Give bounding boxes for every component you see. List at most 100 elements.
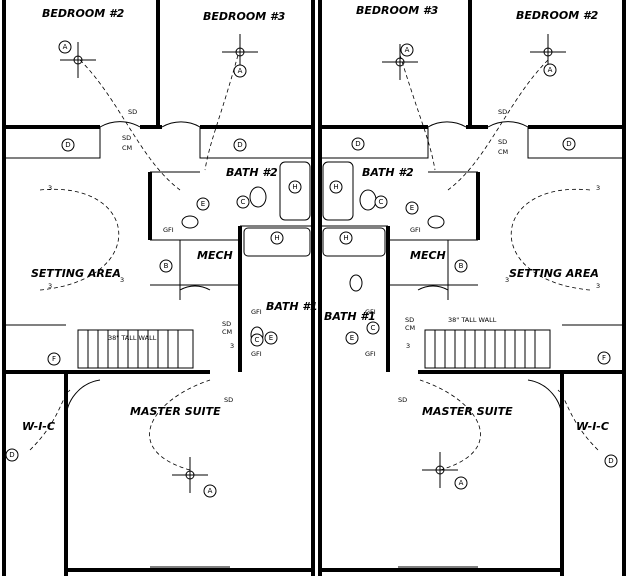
three-way-note: 3 [596, 184, 600, 192]
tag-B: B [454, 259, 468, 273]
tag-E: E [405, 201, 419, 215]
tag-D: D [5, 448, 19, 462]
stair-treads [434, 330, 536, 368]
ceiling-fan [382, 44, 418, 80]
room-label-wic: W-I-C [576, 420, 609, 433]
room-label-master-suite: MASTER SUITE [130, 405, 221, 418]
switch-leg [447, 59, 549, 191]
svg-text:E: E [269, 334, 273, 342]
ceiling-fan [222, 34, 258, 70]
left-unit: A A A D D D E E C C H H B F SD SD CM SD … [2, 0, 318, 576]
tag-F: F [597, 351, 611, 365]
svg-text:H: H [274, 234, 279, 242]
room-label-setting-area: SETTING AREA [31, 267, 121, 280]
smoke-detector-note: SD [398, 396, 407, 404]
door-swing [179, 285, 211, 291]
ceiling-fan [60, 42, 96, 78]
svg-text:C: C [379, 198, 384, 206]
gfi-note: GFI [410, 226, 421, 234]
sink [181, 215, 199, 229]
three-way-note: 3 [596, 282, 600, 290]
tag-A: A [543, 63, 557, 77]
switch-leg [399, 54, 436, 171]
svg-text:A: A [548, 66, 553, 74]
ceiling-fan [172, 457, 208, 493]
tag-H: H [288, 180, 302, 194]
three-way-note: 3 [406, 342, 410, 350]
tag-H: H [339, 231, 353, 245]
svg-text:D: D [237, 141, 242, 149]
svg-text:D: D [355, 140, 360, 148]
tag-C: C [366, 321, 380, 335]
room-label-bath-2: BATH #2 [226, 166, 278, 179]
tag-D: D [351, 137, 365, 151]
switch-leg [149, 379, 211, 471]
smoke-detector-note: SD [122, 134, 131, 142]
svg-text:B: B [459, 262, 464, 270]
three-way-note: 3 [230, 342, 234, 350]
gfi-note: GFI [163, 226, 174, 234]
tag-A: A [58, 40, 72, 54]
gfi-note: GFI [251, 350, 262, 358]
tag-D: D [61, 138, 75, 152]
tag-A: A [233, 64, 247, 78]
tag-C: C [250, 333, 264, 347]
smoke-detector-note: SD [498, 138, 507, 146]
room-label-bath-1: BATH #1 [266, 300, 318, 313]
tag-D: D [604, 454, 618, 468]
svg-text:A: A [208, 487, 213, 495]
closet-wall [320, 127, 429, 159]
svg-text:C: C [255, 336, 260, 344]
tag-A: A [203, 484, 217, 498]
svg-text:E: E [201, 200, 205, 208]
svg-text:H: H [343, 234, 348, 242]
switch-leg [510, 188, 591, 291]
switch-leg [39, 188, 120, 291]
tag-F: F [47, 352, 61, 366]
svg-text:H: H [292, 183, 297, 191]
room-label-bedroom-3: BEDROOM #3 [203, 10, 286, 23]
smoke-detector-note: SD [222, 320, 231, 328]
gfi-note: GFI [365, 350, 376, 358]
door-swing [527, 379, 563, 421]
svg-text:A: A [405, 46, 410, 54]
ceiling-fan [422, 452, 458, 488]
room-label-wic: W-I-C [22, 420, 55, 433]
svg-text:B: B [164, 262, 169, 270]
door-swing [65, 379, 101, 421]
svg-text:C: C [371, 324, 376, 332]
room-label-bedroom-2: BEDROOM #2 [516, 9, 599, 22]
tag-E: E [196, 197, 210, 211]
closet-wall-2 [199, 127, 313, 159]
three-way-note: 3 [505, 276, 509, 284]
svg-text:D: D [566, 140, 571, 148]
switch-leg [204, 54, 239, 171]
tag-A: A [454, 476, 468, 490]
svg-text:D: D [9, 451, 14, 459]
co-monitor-note: CM [222, 328, 232, 336]
svg-text:A: A [459, 479, 464, 487]
closet-wall-2 [527, 127, 624, 159]
svg-text:C: C [241, 198, 246, 206]
door-swing [417, 285, 449, 291]
smoke-detector-note: SD [128, 108, 137, 116]
room-label-bath-2: BATH #2 [362, 166, 414, 179]
room-label-bedroom-2: BEDROOM #2 [42, 7, 125, 20]
sink [427, 215, 445, 229]
svg-text:E: E [350, 334, 354, 342]
tag-B: B [159, 259, 173, 273]
smoke-detector-note: SD [498, 108, 507, 116]
three-way-note: 3 [48, 282, 52, 290]
room-label-mech: MECH [410, 249, 446, 262]
toilet [249, 186, 267, 208]
room-label-bath-1: BATH #1 [324, 310, 376, 323]
closet-wall [4, 127, 101, 159]
co-monitor-note: CM [405, 324, 415, 332]
tag-H: H [270, 231, 284, 245]
toilet [359, 189, 377, 211]
co-monitor-note: CM [498, 148, 508, 156]
three-way-note: 3 [48, 184, 52, 192]
smoke-detector-note: SD [224, 396, 233, 404]
stairs [424, 329, 551, 369]
co-monitor-note: CM [122, 144, 132, 152]
